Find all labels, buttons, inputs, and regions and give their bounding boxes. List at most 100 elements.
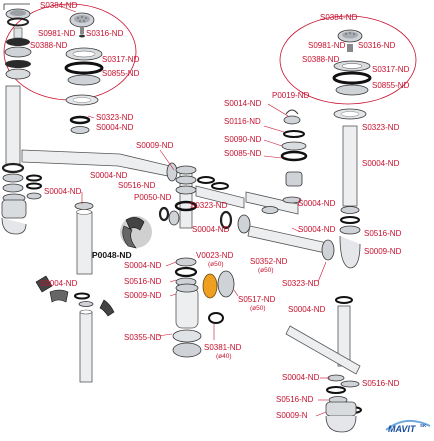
label-s0014: S0014-ND [224,99,289,117]
center-left-pipe [74,202,94,275]
right-overflow-assembly [280,109,308,204]
label-text: S0384-ND [40,1,78,10]
label-text: S0516-ND [118,181,156,190]
left-strainer-stack [3,3,32,80]
label-s0004-right-d: S0004-ND [288,305,326,314]
label-text: S0317-ND [102,55,140,64]
label-s0009-right: S0009-ND [364,247,402,256]
label-text: S0004-ND [362,159,400,168]
left-vertical-pipe [1,85,27,235]
label-s0316-right: S0316-ND [358,41,396,50]
label-text: S0317-ND [372,65,410,74]
label-s0009-center-b: S0009-ND [124,291,177,300]
label-text: S0009-N [276,411,308,420]
label-s0090: S0090-ND [224,135,283,147]
label-s0381: S0381-ND (ø40) [204,324,242,360]
label-text: S0014-ND [224,99,262,108]
label-s0323-center: S0323-ND [190,201,228,210]
label-s0516-bottom-left: S0516-ND [276,395,328,404]
label-text: S0116-ND [224,117,261,126]
p0048-elbow [120,216,152,249]
label-text: S0381-ND [204,343,242,352]
label-text: S0004-ND [282,373,320,382]
label-s0384-top-right: S0384-ND [320,13,358,22]
center-tee-assembly [158,165,245,229]
label-s0009-center: S0009-ND [136,141,175,171]
label-s0009-bottom: S0009-N [276,411,327,420]
label-text: S0009-ND [364,247,402,256]
left-bottom-drain [35,275,115,383]
label-text: S0004-ND [298,199,336,208]
label-text: S0323-ND [362,123,400,132]
label-s0004-center-b: S0004-ND [192,225,230,234]
label-text: S0516-ND [124,277,162,286]
label-s0085: S0085-ND [224,149,283,159]
label-s0004-left-b: S0004-ND [44,187,83,204]
label-text: S0855-ND [102,69,140,78]
label-text: S0352-ND [250,257,288,266]
label-text: P0048-ND [92,250,132,260]
label-s0384-top-left: S0384-ND [40,1,78,13]
label-s0981-right: S0981-ND [308,41,346,50]
right-strainer-highlight [279,15,417,105]
label-s0316-left: S0316-ND [86,29,124,38]
right-vertical-pipe [333,108,367,269]
label-text: S0004-ND [288,305,326,314]
label-text: S0516-ND [364,229,402,238]
label-p0019: P0019-ND [272,91,310,100]
logo-text: MAVIT [388,424,417,434]
label-s0116: S0116-ND [224,117,285,133]
label-text: S0516-ND [362,379,400,388]
label-text: S0384-ND [320,13,358,22]
mavit-logo: MAVIT SK [384,416,432,436]
label-text: S0004-ND [44,187,82,196]
label-p0050: P0050-ND [134,193,172,202]
label-text: S0009-ND [136,141,174,150]
right-strainer-stack [332,29,372,96]
label-p0048: P0048-ND [92,250,132,260]
label-s0355: S0355-ND [124,333,173,342]
label-text: S0085-ND [224,149,262,158]
label-s0517: S0517-ND (ø50) [233,289,276,312]
label-text: S0323-ND [282,279,320,288]
label-s0855-left: S0855-ND [102,69,140,78]
label-text: S0388-ND [30,41,68,50]
label-s0516-center-b: S0516-ND [124,277,177,286]
label-s0981-left: S0981-ND [38,29,76,38]
label-s0516-center: S0516-ND [118,181,156,190]
label-text: S0323-ND [96,113,134,122]
label-text: S0316-ND [358,41,396,50]
label-s0352: S0352-ND (ø50) [250,257,288,274]
label-subtext: (ø50) [258,267,274,274]
left-side-rings [26,174,42,200]
label-s0004-right-c: S0004-ND [291,225,336,234]
label-s0004-center-c: S0004-ND [124,261,177,270]
label-subtext: (ø50) [250,305,266,312]
logo-suffix: SK [420,423,427,428]
label-s0317-right: S0317-ND [372,65,410,74]
label-text: P0050-ND [134,193,172,202]
label-text: S0004-ND [90,171,128,180]
label-text: P0019-ND [272,91,310,100]
label-s0516-bottom-right: S0516-ND [362,379,400,388]
label-s0317-left: S0317-ND [102,55,140,64]
label-s0004-left-c: S0004-ND [40,279,78,288]
left-overflow-assembly [21,94,178,182]
label-text: S0981-ND [38,29,76,38]
label-s0516-right: S0516-ND [364,229,402,238]
label-text: S0004-ND [96,123,134,132]
label-s0004-center-a: S0004-ND [90,171,128,180]
label-s0004-left-a: S0004-ND [96,123,134,132]
label-text: S0855-ND [372,81,410,90]
label-text: S0388-ND [302,55,340,64]
label-text: S0004-ND [124,261,162,270]
label-text: S0323-ND [190,201,228,210]
label-s0388-right: S0388-ND [302,55,340,64]
label-subtext: (ø50) [208,261,224,268]
label-s0323-left: S0323-ND [87,113,134,122]
label-text: S0004-ND [298,225,336,234]
bottom-right-trap [285,296,362,433]
label-text: S0516-ND [276,395,314,404]
label-s0323-right: S0323-ND [362,123,400,132]
